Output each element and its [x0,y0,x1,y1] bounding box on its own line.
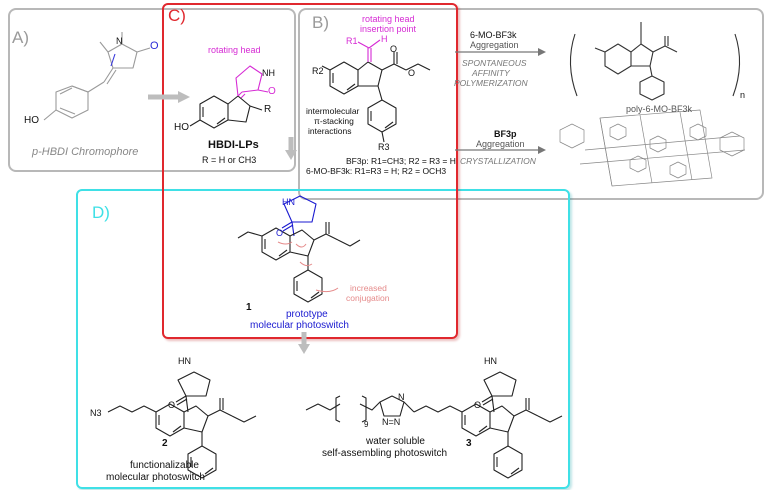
polymer-name: poly-6-MO-BF3k [626,104,693,114]
compound2-structure [107,371,257,479]
panel-a-frame [8,8,296,172]
bf3-structure [321,52,431,143]
panel-b-frame [298,8,764,200]
arrow1-mid-label: Aggregation [470,40,519,50]
hbdi-lp-name: HBDI-LPs [208,139,259,151]
bf3p-definition: BF3p: R1=CH3; R2 = R3 = H [346,156,456,166]
compound2-n3: N3 [90,408,102,418]
bf3-r2: R2 [312,66,324,76]
compound2-desc-2: molecular photoswitch [106,472,205,483]
panel-d-label: D) [92,203,110,222]
compound1-body [237,222,361,303]
hbdi-lp-r: R [264,104,272,115]
compound1-desc-2: molecular photoswitch [250,320,349,331]
bf3-h: H [381,34,388,44]
conjugation-label-1: increased [350,283,387,293]
phbdi-blue-bond [110,53,116,67]
compound1-o: O [276,228,284,238]
compound3-hn: HN [484,356,497,366]
polymer-structure [569,22,741,101]
compound3-desc-2: self-assembling photoswitch [322,448,448,459]
hbdi-lp-structure [189,95,263,129]
bf3-r1: R1 [346,36,358,46]
arrow2-mid-label: Aggregation [476,139,525,149]
hbdi-lp-r-def: R = H or CH3 [202,155,257,165]
arrow2-top-label: BF3p [494,129,517,139]
arrow2-bot-label: CRYSTALLIZATION [460,156,536,166]
phbdi-caption: p-HBDI Chromophore [32,146,139,158]
compound1-number: 1 [246,302,252,313]
compound1-desc-1: prototype [286,309,328,320]
compound1-hn: HN [282,197,295,207]
compound3-desc-1: water soluble [366,436,425,447]
compound3-o: O [474,400,482,410]
panel-c-label: C) [168,6,186,25]
hbdi-lp-o: O [268,86,276,97]
insertion-label-1: rotating head [362,14,415,24]
phbdi-atom-n: N [116,36,123,46]
phbdi-atom-o: O [150,40,159,52]
stacking-label-1: intermolecular [306,106,360,116]
crystal-packing [559,109,746,187]
bf3-r3: R3 [378,142,390,152]
arrow1-bot-label-3: POLYMERIZATION [454,78,528,88]
bf3-o1: O [390,44,398,54]
panel-a-label: A) [12,28,29,47]
rotating-head-ring [235,65,269,99]
hbdi-lp-nh: NH [262,68,275,78]
panel-b-label: B) [312,13,329,32]
hbdi-lp-ho: HO [174,122,189,133]
compound2-hn: HN [178,356,191,366]
arrow1-top-label: 6-MO-BF3k [470,30,517,40]
rotating-head-label: rotating head [208,45,261,55]
phbdi-structure [43,32,151,121]
insertion-label-2: insertion point [360,24,417,34]
panel-d-frame [76,189,570,489]
panel-c-frame [162,3,458,339]
compound2-number: 2 [162,438,168,449]
compound2-desc-1: functionalizable [130,460,199,471]
bf3-o2: O [408,68,416,78]
compound3-triazole-n: N [398,392,405,402]
compound2-o: O [168,400,176,410]
polymer-n: n [740,90,746,100]
compound3-number: 3 [466,438,472,449]
conjugation-arrows [277,241,339,293]
bf3k-definition: 6-MO-BF3k: R1=R3 = H; R2 = OCH3 [306,166,447,176]
arrow1-bot-label-2: AFFINITY [472,68,510,78]
compound3-triazole-nn: N=N [382,417,401,427]
compound3-structure [305,371,563,479]
phbdi-ho: HO [24,115,39,126]
arrow1-bot-label-1: SPONTANEOUS [462,58,527,68]
stacking-label-2: π-stacking [314,116,354,126]
compound3-sub9: 9 [364,420,369,429]
stacking-label-3: interactions [308,126,352,136]
conjugation-label-2: conjugation [346,293,390,303]
